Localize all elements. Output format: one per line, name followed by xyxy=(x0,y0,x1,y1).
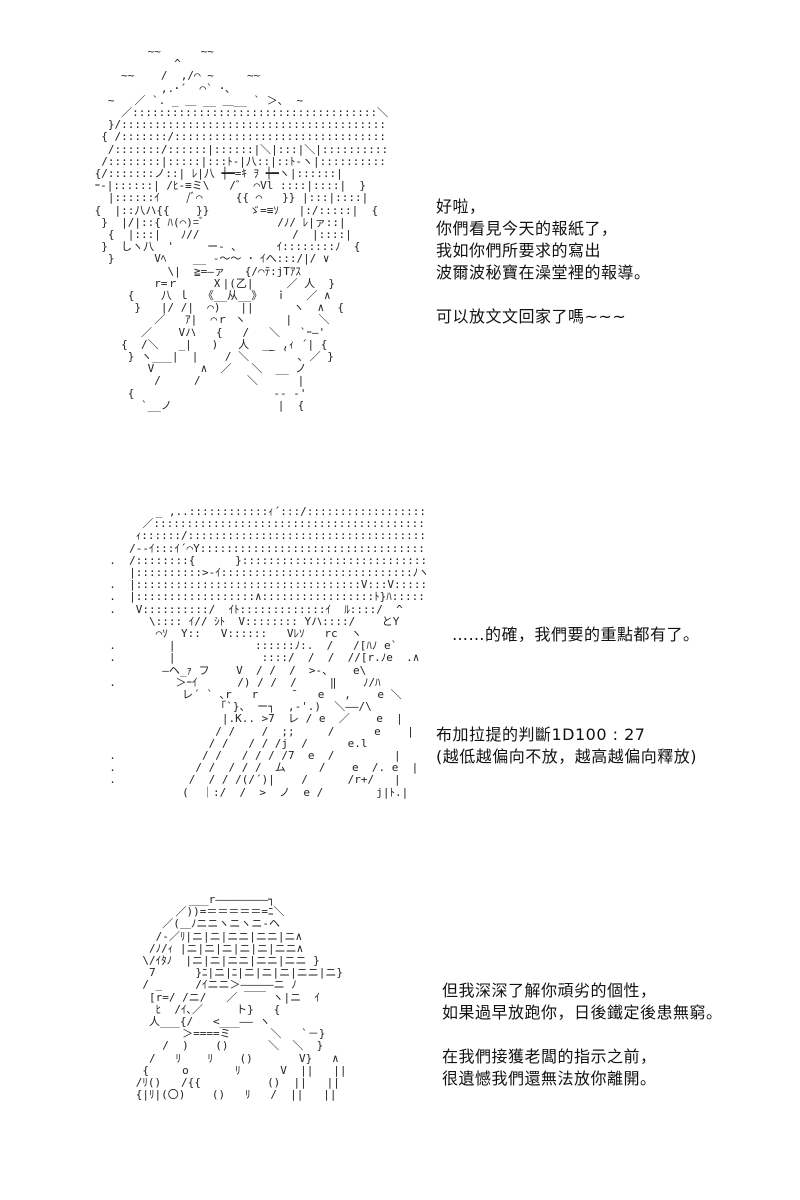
ascii-art-character-1: ~~ ~~ ^ ~~ / ,/⌒ ~ ~~ ,.･´ ⌒` ･、 ~ ／ `. … xyxy=(94,46,388,412)
panel-2: _ ,..::::::::::::ｨ´:::/:::::::::::::::::… xyxy=(0,480,800,880)
dialogue-line: 如果過早放跑你，日後鐵定後患無窮。 xyxy=(442,1003,723,1022)
dialogue-line: 你們看見今天的報紙了， xyxy=(436,219,618,238)
line-gap xyxy=(442,1024,723,1046)
ascii-art-character-2: _ ,..::::::::::::ｨ´:::/:::::::::::::::::… xyxy=(109,506,426,799)
dialogue-line: 我如你們所要求的寫出 xyxy=(436,241,602,260)
dialogue-line: 很遺憾我們還無法放你離開。 xyxy=(442,1069,657,1088)
dialogue-line: 波爾波秘寶在澡堂裡的報導。 xyxy=(436,263,651,282)
dialogue-line: 在我們接獲老闆的指示之前， xyxy=(442,1047,657,1066)
dialogue-3: 但我深深了解你頑劣的個性， 如果過早放跑你，日後鐵定後患無窮。 在我們接獲老闆的… xyxy=(442,980,723,1090)
dice-roll-text: 布加拉提的判斷1D100 : 27 (越低越偏向不放，越高越偏向釋放) xyxy=(436,724,697,768)
dialogue-2: ……的確，我們要的重點都有了。 xyxy=(452,624,700,646)
dialogue-line: 可以放文文回家了嗎~~~ xyxy=(436,307,627,326)
dialogue-line: 好啦， xyxy=(436,197,486,216)
dialogue-line: 但我深深了解你頑劣的個性， xyxy=(442,981,657,1000)
ascii-art-character-3: ___r――――――――┐ ／))=＝＝＝＝＝=ﾆ＼ ／(＿ﾉニニヽニヽニ-ヘ … xyxy=(135,894,347,1102)
panel-1: ~~ ~~ ^ ~~ / ,/⌒ ~ ~~ ,.･´ ⌒` ･、 ~ ／ `. … xyxy=(0,0,800,480)
dialogue-1: 好啦， 你們看見今天的報紙了， 我如你們所要求的寫出 波爾波秘寶在澡堂裡的報導。… xyxy=(436,196,651,328)
dice-roll-note: (越低越偏向不放，越高越偏向釋放) xyxy=(436,747,697,766)
dialogue-line: ……的確，我們要的重點都有了。 xyxy=(452,625,700,644)
panel-3: ___r――――――――┐ ／))=＝＝＝＝＝=ﾆ＼ ／(＿ﾉニニヽニヽニ-ヘ … xyxy=(0,880,800,1200)
line-gap xyxy=(436,284,651,306)
dice-roll-result: 布加拉提的判斷1D100 : 27 xyxy=(436,725,646,744)
